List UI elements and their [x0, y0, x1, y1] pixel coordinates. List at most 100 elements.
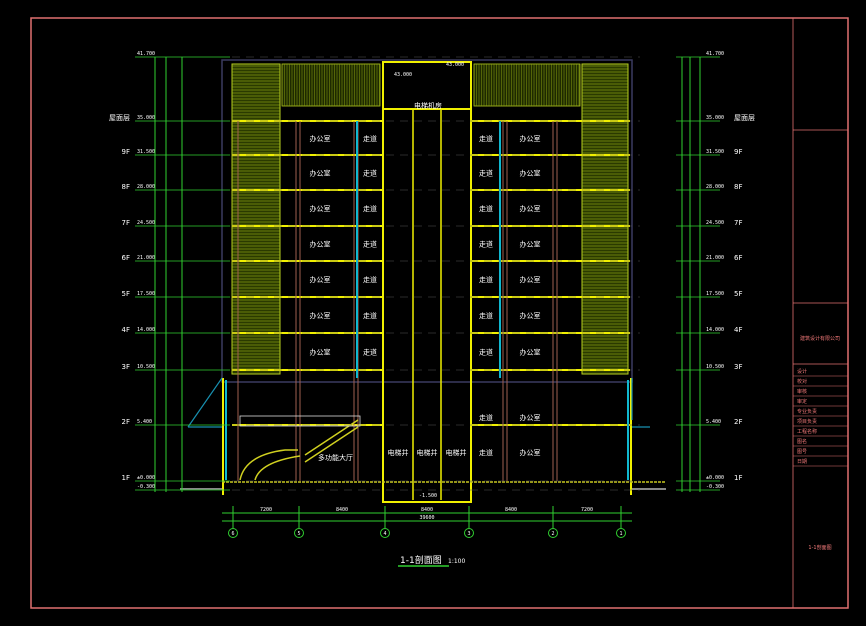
room-label-corridor: 走道 [363, 134, 377, 143]
level-elev-right: 5.400 [706, 419, 721, 425]
entrance-canopy [187, 377, 650, 428]
level-elev-right: 35.000 [706, 115, 724, 121]
room-label-shaft: 电梯井 [417, 448, 438, 457]
room-label-office: 办公室 [520, 311, 541, 320]
level-elev-left: 24.500 [137, 220, 155, 226]
facade-louvers [231, 63, 629, 375]
room-label-corridor: 走道 [479, 413, 493, 422]
title-block-row-label: 日期 [797, 459, 807, 465]
axis-label: 4 [383, 531, 386, 537]
level-name-right: 1F [734, 474, 742, 482]
level-name-right: 3F [734, 363, 742, 371]
room-label-corridor: 走道 [479, 348, 493, 357]
room-label-office: 办公室 [310, 275, 331, 284]
roof-elev-left: 43.000 [394, 72, 412, 78]
room-label-corridor: 走道 [363, 240, 377, 249]
level-elev-right: -0.300 [706, 484, 724, 490]
level-name-right: 屋面层 [734, 114, 755, 122]
level-name-left: 3F [122, 363, 130, 371]
level-elev-left: 28.000 [137, 184, 155, 190]
room-label-corridor: 走道 [363, 204, 377, 213]
axis-bubble [380, 528, 390, 538]
level-name-right: 5F [734, 290, 742, 298]
level-elev-left: 5.400 [137, 419, 152, 425]
room-label-corridor: 走道 [479, 311, 493, 320]
axis-label: 6 [231, 531, 234, 537]
span-dimension: 8400 [336, 507, 348, 513]
title-block-row-label: 审核 [797, 388, 807, 395]
title-block-row-label: 工程名称 [797, 428, 817, 435]
span-dimension: 7200 [581, 507, 593, 513]
level-elev-left: -0.300 [137, 484, 155, 490]
room-label-office: 办公室 [520, 348, 541, 357]
level-name-left: 7F [122, 219, 130, 227]
room-label-corridor: 走道 [363, 348, 377, 357]
title-block-row-label: 图名 [797, 438, 807, 445]
drawing-title: 1-1剖面图 [400, 554, 442, 566]
level-elev-right: 10.500 [706, 364, 724, 370]
axis-bubble [228, 528, 238, 538]
room-label-corridor: 走道 [363, 169, 377, 178]
hall-label: 多功能大厅 [318, 453, 353, 462]
level-name-left: 4F [122, 326, 130, 334]
level-name-left: 屋面层 [109, 114, 130, 122]
floor-slabs [222, 120, 632, 495]
title-block-row-label: 校对 [797, 378, 807, 385]
axis-label: 2 [551, 531, 554, 537]
total-dimension: 39600 [419, 515, 434, 521]
level-name-right: 9F [734, 148, 742, 156]
level-elev-left: 21.000 [137, 255, 155, 261]
span-dimension: 8400 [505, 507, 517, 513]
span-dimension: 8400 [421, 507, 433, 513]
room-label-corridor: 走道 [479, 134, 493, 143]
level-name-left: 2F [122, 418, 130, 426]
axis-bubble [294, 528, 304, 538]
level-name-right: 7F [734, 219, 742, 227]
level-elev-right: 14.000 [706, 327, 724, 333]
room-label-office: 办公室 [310, 240, 331, 249]
room-label-office: 办公室 [520, 240, 541, 249]
title-block-row-label: 设计 [797, 368, 807, 375]
room-label-corridor: 走道 [479, 204, 493, 213]
title-block-row-label: 图号 [797, 449, 807, 455]
title-block-row-label: 专业负责 [797, 408, 817, 415]
roof-louver [281, 63, 381, 107]
room-label-office: 办公室 [520, 275, 541, 284]
pit-elev: -1.500 [419, 493, 437, 499]
room-label-corridor: 走道 [479, 448, 493, 457]
title-block-drawing-name: 1-1剖面图 [808, 544, 831, 551]
level-elev-left: 41.700 [137, 51, 155, 57]
level-name-left: 8F [122, 183, 130, 191]
room-label-office: 办公室 [310, 169, 331, 178]
level-name-right: 6F [734, 254, 742, 262]
room-label-corridor: 走道 [363, 311, 377, 320]
level-elev-right: 41.700 [706, 51, 724, 57]
room-label-corridor: 走道 [363, 275, 377, 284]
room-label-office: 办公室 [310, 311, 331, 320]
axis-bubble [616, 528, 626, 538]
room-label-office: 办公室 [310, 348, 331, 357]
room-label-office: 办公室 [520, 448, 541, 457]
level-elev-left: 10.500 [137, 364, 155, 370]
level-elev-right: 21.000 [706, 255, 724, 261]
company-name: 建筑设计有限公司 [800, 335, 840, 342]
room-label-corridor: 走道 [479, 275, 493, 284]
room-label-office: 办公室 [520, 204, 541, 213]
axis-bubble [548, 528, 558, 538]
level-elev-left: 31.500 [137, 149, 155, 155]
room-label-office: 办公室 [310, 204, 331, 213]
level-elev-left: 17.500 [137, 291, 155, 297]
room-label-shaft: 电梯井 [388, 448, 409, 457]
axis-bubble [464, 528, 474, 538]
level-elev-left: ±0.000 [137, 475, 155, 481]
level-elev-right: 28.000 [706, 184, 724, 190]
room-labels: 办公室走道走道办公室办公室走道走道办公室办公室走道走道办公室办公室走道走道办公室… [310, 134, 541, 457]
span-dimension: 7200 [260, 507, 272, 513]
room-label-office: 办公室 [520, 413, 541, 422]
axis-label: 1 [619, 531, 622, 537]
level-name-right: 8F [734, 183, 742, 191]
level-name-right: 2F [734, 418, 742, 426]
